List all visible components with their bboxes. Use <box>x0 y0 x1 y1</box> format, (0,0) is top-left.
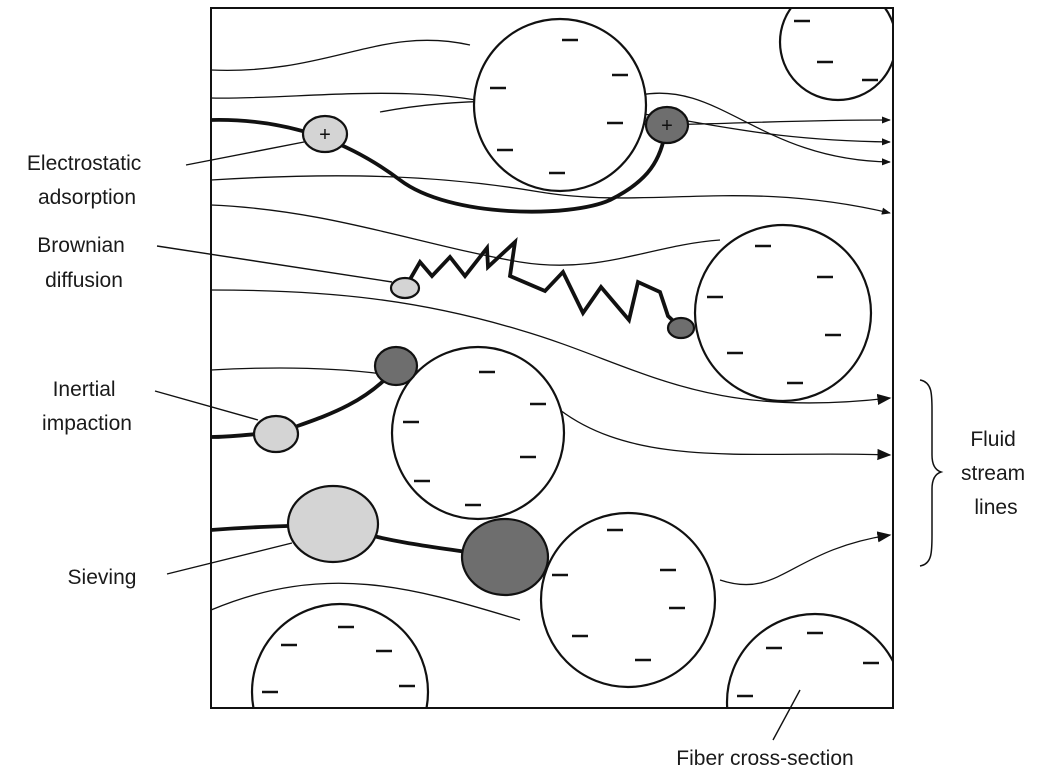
stream-line-7 <box>210 289 892 406</box>
filter-frame <box>210 7 894 709</box>
label-fiber-cross-section: Fiber cross-section <box>676 747 853 770</box>
fiber-bottom-left <box>250 602 430 708</box>
label-inertial: Inertial impaction <box>42 378 132 435</box>
stream-line-5 <box>210 175 891 215</box>
stream-line-10 <box>719 531 892 586</box>
label-sieving: Sieving <box>68 566 137 589</box>
fiber-bottom-right <box>725 612 893 708</box>
brownian-path <box>403 236 683 330</box>
inertial-particle <box>252 414 300 454</box>
fluid-brace <box>919 379 944 567</box>
electrostatic-captured-particle <box>644 105 690 145</box>
stream-line-1 <box>210 39 471 71</box>
brownian-captured-particle <box>666 316 696 340</box>
label-brownian: Brownian diffusion <box>37 234 130 292</box>
label-fluid-stream-lines: Fluid stream lines <box>961 428 1031 519</box>
labels: Electrostatic adsorption Brownian diffus… <box>27 152 1031 770</box>
sieving-particle <box>286 484 380 564</box>
inertial-path <box>210 366 398 439</box>
inertial-captured-particle <box>373 345 419 387</box>
electrostatic-particle <box>301 114 349 154</box>
label-electrostatic: Electrostatic adsorption <box>27 152 147 209</box>
fiber-charges <box>262 19 879 698</box>
fibers <box>250 8 893 708</box>
fiber-mid-left <box>390 345 566 521</box>
particles <box>252 105 696 597</box>
particle-charge-plus: + <box>319 124 331 146</box>
sieving-captured-particle <box>460 517 550 597</box>
brownian-particle <box>389 276 421 300</box>
stream-line-6 <box>210 204 721 266</box>
stream-line-4 <box>639 92 891 166</box>
fiber-top-right <box>778 8 893 102</box>
stream-line-11 <box>210 582 521 621</box>
fiber-bottom-center <box>539 511 717 689</box>
fiber-mid-right <box>693 223 873 403</box>
stream-line-9 <box>559 409 892 461</box>
particle-charge-plus-captured: + <box>661 115 673 137</box>
leader-lines <box>154 141 801 741</box>
fiber-top <box>472 17 648 193</box>
